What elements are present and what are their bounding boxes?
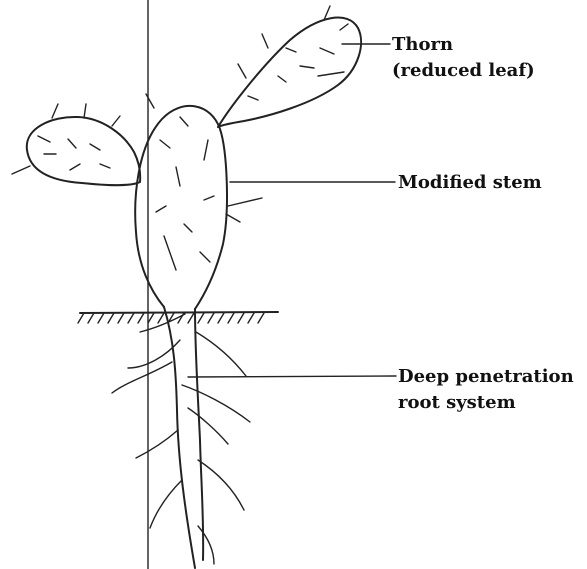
root-leader-line [188, 376, 396, 377]
ground-line [80, 312, 278, 313]
left-cactus-pad [27, 117, 140, 185]
cactus-spines [12, 6, 348, 270]
root-system [112, 307, 250, 568]
label-thorn: Thorn [392, 34, 453, 55]
label-root-system-line2: root system [398, 392, 516, 413]
label-thorn-subtitle: (reduced leaf) [392, 60, 535, 81]
modified-stem-body [135, 106, 227, 309]
label-modified-stem: Modified stem [398, 172, 542, 193]
label-root-system-line1: Deep penetration [398, 366, 574, 387]
